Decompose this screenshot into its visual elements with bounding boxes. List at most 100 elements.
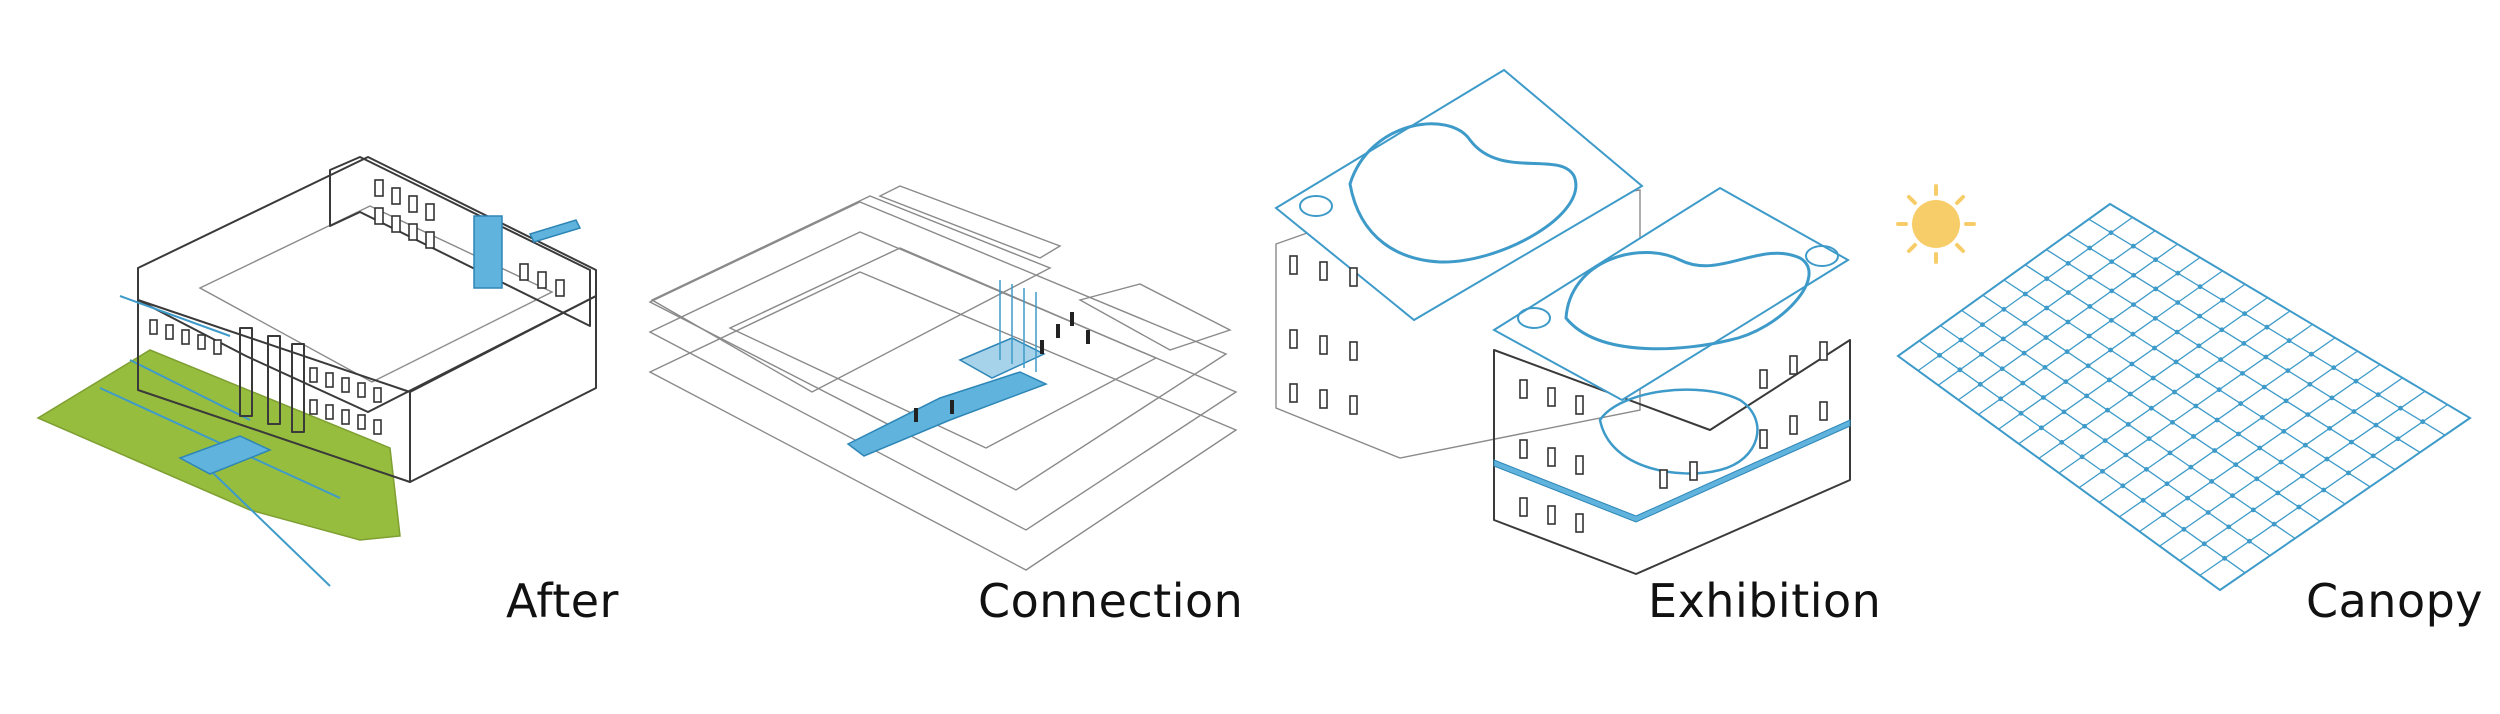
canopy-node xyxy=(2212,448,2218,453)
canopy-node xyxy=(2129,361,2135,367)
canopy-node xyxy=(2065,260,2071,266)
canopy-node xyxy=(2130,243,2136,249)
floor-plate-right-wing xyxy=(1078,283,1232,351)
floor-plate-middle xyxy=(648,231,1238,531)
canopy-node xyxy=(2175,300,2181,305)
left-hole xyxy=(1299,195,1333,217)
canopy-node xyxy=(2153,286,2159,292)
canopy-node xyxy=(2079,454,2085,460)
canopy-node xyxy=(2209,479,2215,484)
exhibition-diagram xyxy=(1274,68,1851,575)
left-windows xyxy=(1289,255,1358,415)
canopy-node xyxy=(2120,483,2126,489)
canopy-node xyxy=(2108,347,2113,353)
glass-volume xyxy=(473,215,503,289)
canopy-node xyxy=(2222,555,2228,561)
canopy-node xyxy=(2109,259,2115,265)
canopy-node xyxy=(2286,338,2292,344)
canopy-node xyxy=(2296,504,2302,510)
people xyxy=(914,312,1090,422)
canopy-node xyxy=(2238,401,2244,406)
canopy-node xyxy=(2275,490,2281,496)
canopy-node xyxy=(2043,335,2049,340)
canopy-node xyxy=(2353,378,2359,384)
canopy-node xyxy=(2233,462,2239,468)
canopy-node xyxy=(2161,512,2166,518)
canopy-node xyxy=(2020,380,2026,386)
canopy-node xyxy=(2263,354,2269,360)
canopy-node xyxy=(2254,476,2260,482)
canopy-node xyxy=(2144,466,2149,472)
canopy-node xyxy=(2346,470,2351,476)
canopy-node xyxy=(2321,487,2327,493)
canopy-node xyxy=(2170,419,2175,425)
canopy-node xyxy=(2018,410,2024,416)
canopy-node xyxy=(2226,524,2232,530)
canopy-node xyxy=(2059,439,2065,445)
canopy-node xyxy=(2022,291,2028,297)
canopy-node xyxy=(1979,351,1984,357)
canopy-node xyxy=(2150,375,2156,381)
canopy-node xyxy=(1957,367,1963,373)
canopy-node xyxy=(2146,436,2152,442)
right-windows xyxy=(1519,341,1828,533)
canopy-node xyxy=(2000,336,2006,342)
canopy-node xyxy=(2195,373,2201,379)
canopy-node xyxy=(2302,442,2308,448)
canopy-node xyxy=(2022,321,2028,326)
back-windows xyxy=(374,179,565,297)
roof-bridge xyxy=(528,219,582,243)
canopy-node xyxy=(2127,391,2133,397)
canopy-node xyxy=(2164,481,2170,487)
caption-canopy: Canopy xyxy=(2306,574,2484,628)
canopy-node xyxy=(2351,409,2357,414)
canopy-node xyxy=(2259,415,2265,420)
canopy-node xyxy=(2125,422,2131,427)
canopy-node xyxy=(2375,392,2381,398)
canopy-node xyxy=(2261,384,2267,390)
canopy-node xyxy=(2100,468,2105,474)
canopy-node xyxy=(2197,313,2203,319)
canopy-node xyxy=(2041,395,2046,400)
canopy-node xyxy=(2373,422,2379,428)
facade-balcony xyxy=(119,295,231,337)
canopy-node xyxy=(2285,368,2291,374)
canopy-node xyxy=(2153,257,2158,263)
canopy-node xyxy=(2241,341,2247,346)
ramp-path xyxy=(209,469,331,587)
caption-connection: Connection xyxy=(978,574,1244,628)
canopy-node xyxy=(2106,377,2112,383)
canopy-node xyxy=(1980,322,1985,328)
right-hole xyxy=(1805,245,1839,267)
ramp-path xyxy=(129,359,251,421)
column xyxy=(267,335,281,425)
canopy-node xyxy=(2398,405,2403,411)
canopy-node xyxy=(2131,302,2136,307)
canopy-node xyxy=(2065,290,2071,295)
canopy-node xyxy=(2257,445,2263,451)
floor-plate-lower xyxy=(648,271,1238,571)
column xyxy=(291,343,305,433)
canopy-node xyxy=(2329,395,2335,401)
canopy-node xyxy=(2331,365,2337,371)
canopy-node xyxy=(2061,409,2067,415)
canopy-node xyxy=(2174,329,2180,335)
canopy-node xyxy=(2123,452,2129,458)
canopy-node xyxy=(2085,363,2091,369)
right-roof-plate xyxy=(1492,186,1850,402)
courtyard xyxy=(198,205,554,383)
right-hole-small xyxy=(1517,307,1551,329)
canopy-node xyxy=(2063,379,2069,385)
canopy-node xyxy=(2152,345,2157,351)
canopy-node xyxy=(2370,453,2376,459)
front-windows xyxy=(149,319,382,435)
canopy-node xyxy=(2216,387,2222,393)
canopy-node xyxy=(2001,306,2007,312)
canopy-node xyxy=(2324,456,2330,462)
sun-icon xyxy=(1896,184,1976,264)
canopy-node xyxy=(2131,272,2137,278)
canopy-node xyxy=(2218,357,2224,362)
canopy-node xyxy=(2420,419,2426,425)
canopy-node xyxy=(1958,337,1964,343)
canopy-node xyxy=(2247,538,2252,544)
